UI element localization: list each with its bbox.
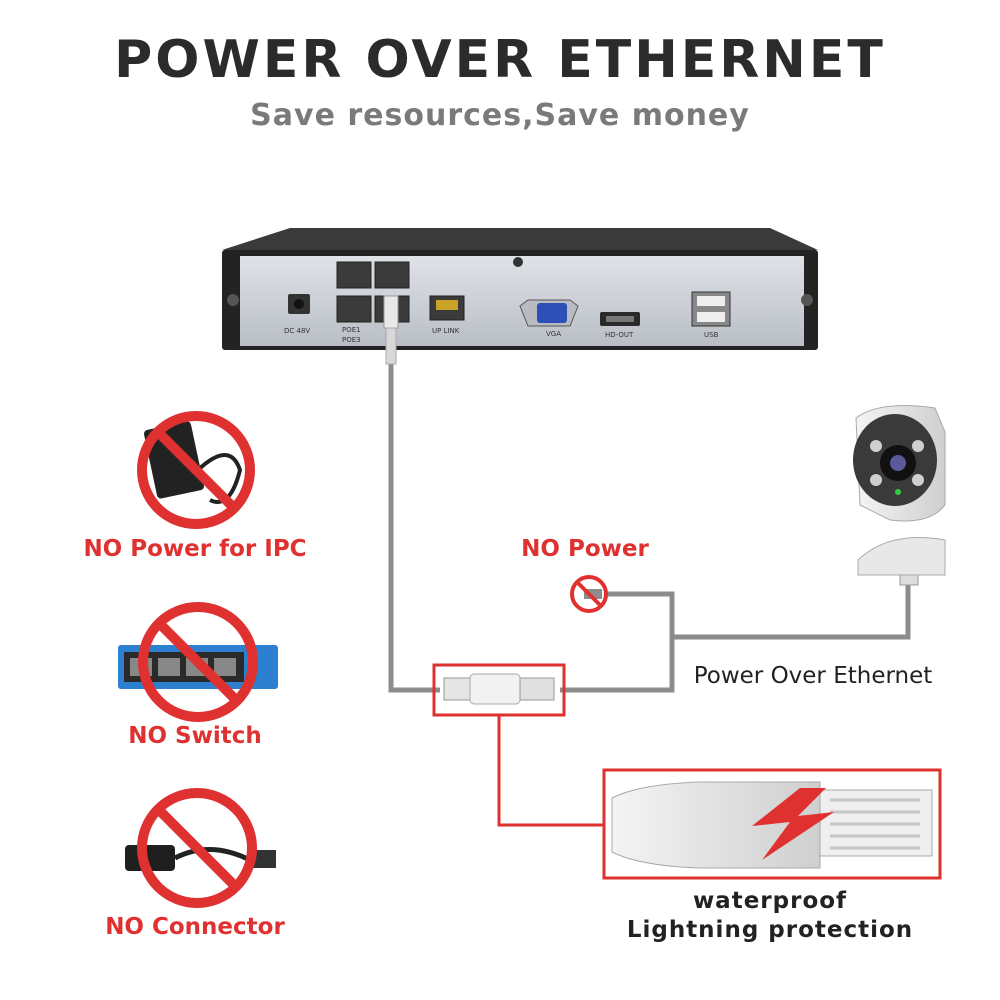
no-switch-label: NO Switch [128, 723, 262, 749]
no-power-plug-icon [570, 575, 608, 613]
no-power-label: NO Power [521, 536, 649, 562]
no-adapter-icon [137, 411, 255, 529]
rj45-coupler-icon [443, 673, 555, 705]
poe3-port-label: POE3 [342, 336, 361, 344]
vga-port-icon [519, 299, 579, 327]
waterproof-connector-icon [611, 781, 933, 869]
hdout-port-label: HD-OUT [605, 331, 634, 339]
no-switch-icon [118, 602, 278, 722]
zoom-connector-line [497, 715, 604, 827]
nvr-device [222, 228, 818, 350]
dc-jack-icon [288, 294, 310, 314]
lightning-bolt-icon [752, 788, 834, 860]
lightning-protection-label: Lightning protection [626, 917, 914, 943]
usb-ports-icon [691, 291, 731, 327]
no-power-ipc-label: NO Power for IPC [83, 536, 307, 562]
uplink-port-label: UP LINK [432, 327, 460, 335]
no-connector-label: NO Connector [105, 914, 285, 940]
ip-camera-icon [853, 405, 946, 586]
hdmi-port-icon [600, 312, 640, 326]
cable-lines [388, 362, 911, 693]
poe-plug-icon [383, 295, 399, 365]
usb-port-label: USB [704, 331, 719, 339]
poe-ports-icon [336, 261, 410, 323]
no-connector-icon [125, 788, 276, 908]
page-title: POWER OVER ETHERNET [114, 30, 886, 90]
poe1-port-label: POE1 [342, 326, 361, 334]
dc-port-label: DC 48V [284, 327, 311, 335]
poe-label: Power Over Ethernet [693, 663, 933, 689]
page-subtitle: Save resources,Save money [250, 98, 750, 133]
waterproof-label: waterproof [692, 888, 848, 914]
vga-port-label: VGA [546, 330, 562, 338]
